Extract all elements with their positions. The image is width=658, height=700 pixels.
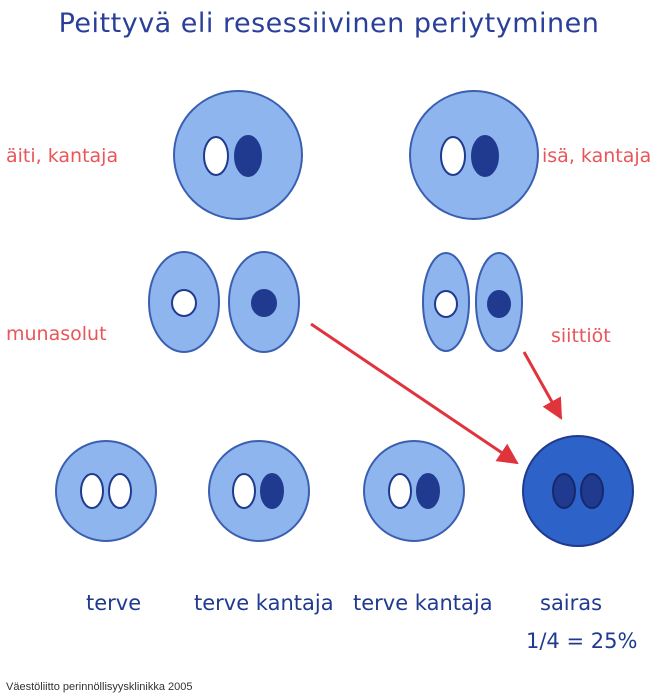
dominant-allele bbox=[203, 136, 229, 176]
mother-cell bbox=[173, 90, 303, 220]
sperm-cell-dominant bbox=[422, 252, 470, 352]
footer-credit: Väestöliitto perinnöllisyysklinikka 2005 bbox=[6, 681, 193, 693]
offspring-label-carrier-1: terve kantaja bbox=[194, 591, 334, 615]
dominant-allele bbox=[80, 473, 104, 509]
dominant-allele bbox=[440, 136, 466, 176]
egg-cell-recessive bbox=[228, 251, 300, 353]
offspring-carrier-2 bbox=[363, 440, 465, 542]
recessive-allele bbox=[260, 473, 284, 509]
offspring-label-affected: sairas bbox=[540, 591, 603, 615]
recessive-allele bbox=[580, 473, 604, 509]
dominant-allele bbox=[434, 290, 458, 318]
recessive-allele bbox=[251, 289, 277, 317]
dominant-allele bbox=[388, 473, 412, 509]
page-title: Peittyvä eli resessiivinen periytyminen bbox=[58, 8, 600, 39]
sperm-to-affected-arrow bbox=[522, 351, 563, 420]
recessive-allele bbox=[416, 473, 440, 509]
sperm-cell-recessive bbox=[475, 252, 523, 352]
offspring-healthy bbox=[55, 440, 157, 542]
mother-label: äiti, kantaja bbox=[6, 145, 119, 167]
father-label: isä, kantaja bbox=[542, 145, 652, 167]
dominant-allele bbox=[232, 473, 256, 509]
dominant-allele bbox=[108, 473, 132, 509]
egg-to-affected-arrow bbox=[310, 322, 519, 465]
offspring-label-healthy: terve bbox=[86, 591, 142, 615]
offspring-label-carrier-2: terve kantaja bbox=[353, 591, 493, 615]
eggs-label: munasolut bbox=[6, 323, 107, 345]
recessive-allele bbox=[234, 135, 262, 177]
egg-cell-dominant bbox=[148, 251, 220, 353]
dominant-allele bbox=[171, 289, 197, 317]
sperm-label: siittiöt bbox=[551, 325, 611, 347]
father-cell bbox=[409, 90, 539, 220]
recessive-allele bbox=[552, 473, 576, 509]
recessive-allele bbox=[487, 290, 511, 318]
recessive-allele bbox=[471, 135, 499, 177]
affected-probability: 1/4 = 25% bbox=[526, 629, 638, 653]
offspring-affected bbox=[522, 435, 634, 547]
offspring-carrier-1 bbox=[208, 440, 310, 542]
